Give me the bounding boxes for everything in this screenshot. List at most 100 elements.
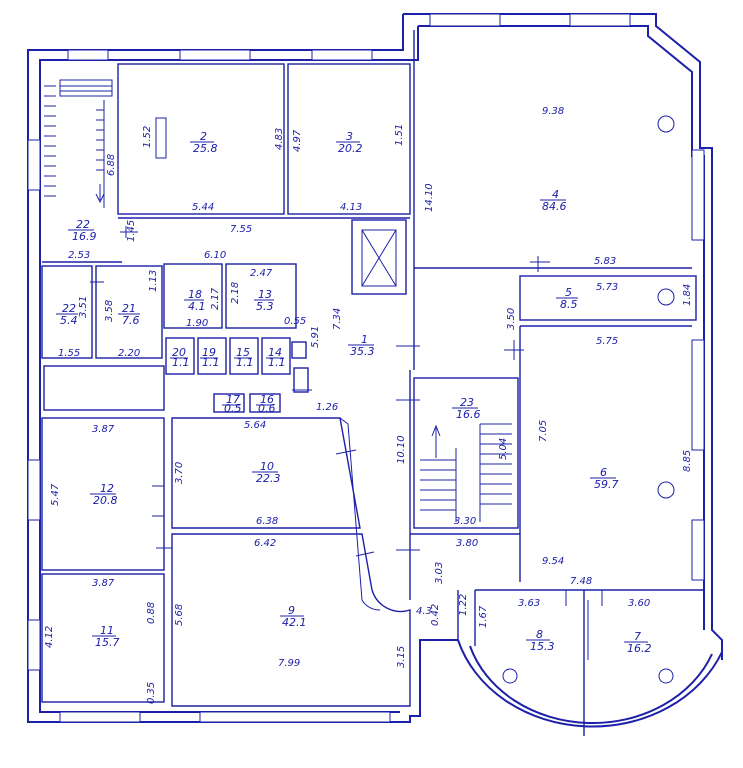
room-3-number: 3 bbox=[346, 130, 353, 143]
room-6-number: 6 bbox=[600, 466, 607, 479]
room-3-area: 20.2 bbox=[338, 142, 363, 155]
dim-1-26: 1.26 bbox=[316, 402, 338, 413]
dim-5-91: 5.91 bbox=[310, 326, 321, 348]
room-1-number: 1 bbox=[361, 333, 368, 346]
room-2-number: 2 bbox=[200, 130, 207, 143]
room-labels: 1 35.3 2 25.8 3 20.2 4 84.6 5 8.5 6 59.7… bbox=[56, 130, 652, 655]
dim-0-42: 0.42 bbox=[430, 604, 441, 626]
room-18-area: 4.1 bbox=[188, 300, 206, 313]
room-10-number: 10 bbox=[260, 460, 274, 473]
interior-walls bbox=[41, 30, 697, 707]
room-8-number: 8 bbox=[536, 628, 543, 641]
outer-walls bbox=[27, 13, 723, 723]
windows bbox=[27, 13, 705, 723]
room-8-area: 15.3 bbox=[530, 640, 555, 653]
room-20-area: 1.1 bbox=[172, 356, 190, 369]
room-11-area: 15.7 bbox=[95, 636, 120, 649]
dim-5-44: 5.44 bbox=[192, 202, 214, 213]
room-22-stair-area: 16.9 bbox=[72, 230, 97, 243]
dim-2-17: 2.17 bbox=[210, 287, 221, 310]
room-16-number: 16 bbox=[260, 393, 274, 406]
dim-2-20: 2.20 bbox=[118, 348, 140, 359]
dim-3-03: 3.03 bbox=[434, 562, 445, 584]
dim-1-67: 1.67 bbox=[478, 605, 489, 628]
dim-14-10: 14.10 bbox=[424, 183, 435, 212]
dim-3-87-top: 3.87 bbox=[92, 424, 115, 435]
columns bbox=[155, 115, 675, 684]
room-13-number: 13 bbox=[258, 288, 272, 301]
dim-0-35: 0.35 bbox=[146, 682, 157, 704]
dim-3-80: 3.80 bbox=[456, 538, 478, 549]
dim-1-45: 1.45 bbox=[126, 220, 137, 242]
room-10-area: 22.3 bbox=[256, 472, 281, 485]
door-marks bbox=[90, 226, 603, 606]
dim-2-53: 2.53 bbox=[68, 250, 90, 261]
dim-4-97: 4.97 bbox=[292, 129, 303, 152]
room-22-stair-number: 22 bbox=[76, 218, 90, 231]
room-15-area: 1.1 bbox=[236, 356, 254, 369]
room-16-area: 0.6 bbox=[258, 402, 276, 415]
room-11-number: 11 bbox=[100, 624, 114, 637]
dim-1-13: 1.13 bbox=[148, 270, 159, 292]
dim-5-68: 5.68 bbox=[174, 604, 185, 626]
dim-3-30: 3.30 bbox=[454, 516, 476, 527]
room-18-number: 18 bbox=[188, 288, 202, 301]
dim-4-13: 4.13 bbox=[340, 202, 362, 213]
room-22-small-area: 5.4 bbox=[60, 314, 78, 327]
dim-0-88: 0.88 bbox=[146, 602, 157, 624]
dim-3-63: 3.63 bbox=[518, 598, 540, 609]
room-19-area: 1.1 bbox=[202, 356, 220, 369]
dim-5-04: 5.04 bbox=[498, 438, 509, 460]
dim-1-52: 1.52 bbox=[142, 126, 153, 148]
dim-6-10: 6.10 bbox=[204, 250, 226, 261]
dim-4-83: 4.83 bbox=[274, 128, 285, 150]
room-23-number: 23 bbox=[460, 396, 474, 409]
stairs-22 bbox=[44, 79, 113, 208]
dim-1-55: 1.55 bbox=[58, 348, 80, 359]
room-6-area: 59.7 bbox=[594, 478, 619, 491]
room-13-area: 5.3 bbox=[256, 300, 274, 313]
dim-3-50: 3.50 bbox=[506, 308, 517, 330]
room-21-area: 7.6 bbox=[122, 314, 140, 327]
room-14-number: 14 bbox=[268, 346, 282, 359]
dim-2-18: 2.18 bbox=[230, 282, 241, 304]
room-9-number: 9 bbox=[288, 604, 295, 617]
room-2-area: 25.8 bbox=[193, 142, 218, 155]
dim-4-3: 4.3 bbox=[416, 606, 432, 617]
dim-9-38: 9.38 bbox=[542, 106, 564, 117]
room-7-number: 7 bbox=[634, 630, 641, 643]
dim-6-88: 6.88 bbox=[106, 154, 117, 176]
dim-3-15: 3.15 bbox=[396, 646, 407, 668]
room-14-area: 1.1 bbox=[268, 356, 286, 369]
dim-1-84: 1.84 bbox=[682, 284, 693, 306]
dim-7-34: 7.34 bbox=[332, 308, 343, 330]
room-22-small-number: 22 bbox=[62, 302, 76, 315]
dim-1-51: 1.51 bbox=[394, 124, 405, 146]
dim-0-55: 0.55 bbox=[284, 316, 306, 327]
dim-3-60: 3.60 bbox=[628, 598, 650, 609]
dim-5-64: 5.64 bbox=[244, 420, 266, 431]
dim-3-58: 3.58 bbox=[104, 300, 115, 322]
dim-10-10: 10.10 bbox=[396, 435, 407, 464]
room-20-number: 20 bbox=[172, 346, 186, 359]
dim-3-87-bottom: 3.87 bbox=[92, 578, 115, 589]
room-4-number: 4 bbox=[552, 188, 559, 201]
dim-6-42: 6.42 bbox=[254, 538, 276, 549]
room-15-number: 15 bbox=[236, 346, 250, 359]
room-12-number: 12 bbox=[100, 482, 114, 495]
dim-2-47: 2.47 bbox=[250, 268, 273, 279]
dim-5-73: 5.73 bbox=[596, 282, 618, 293]
dim-4-12: 4.12 bbox=[44, 626, 55, 648]
dim-6-38: 6.38 bbox=[256, 516, 278, 527]
bay-walls bbox=[457, 589, 723, 736]
room-7-area: 16.2 bbox=[627, 642, 652, 655]
room-5-area: 8.5 bbox=[560, 298, 578, 311]
dim-7-48: 7.48 bbox=[570, 576, 592, 587]
dim-3-51: 3.51 bbox=[78, 296, 89, 318]
dim-7-99: 7.99 bbox=[278, 658, 300, 669]
room-17-area: 0.5 bbox=[224, 402, 242, 415]
room-5-number: 5 bbox=[565, 286, 572, 299]
room-19-number: 19 bbox=[202, 346, 216, 359]
room-17-number: 17 bbox=[226, 393, 240, 406]
dim-1-90: 1.90 bbox=[186, 318, 208, 329]
